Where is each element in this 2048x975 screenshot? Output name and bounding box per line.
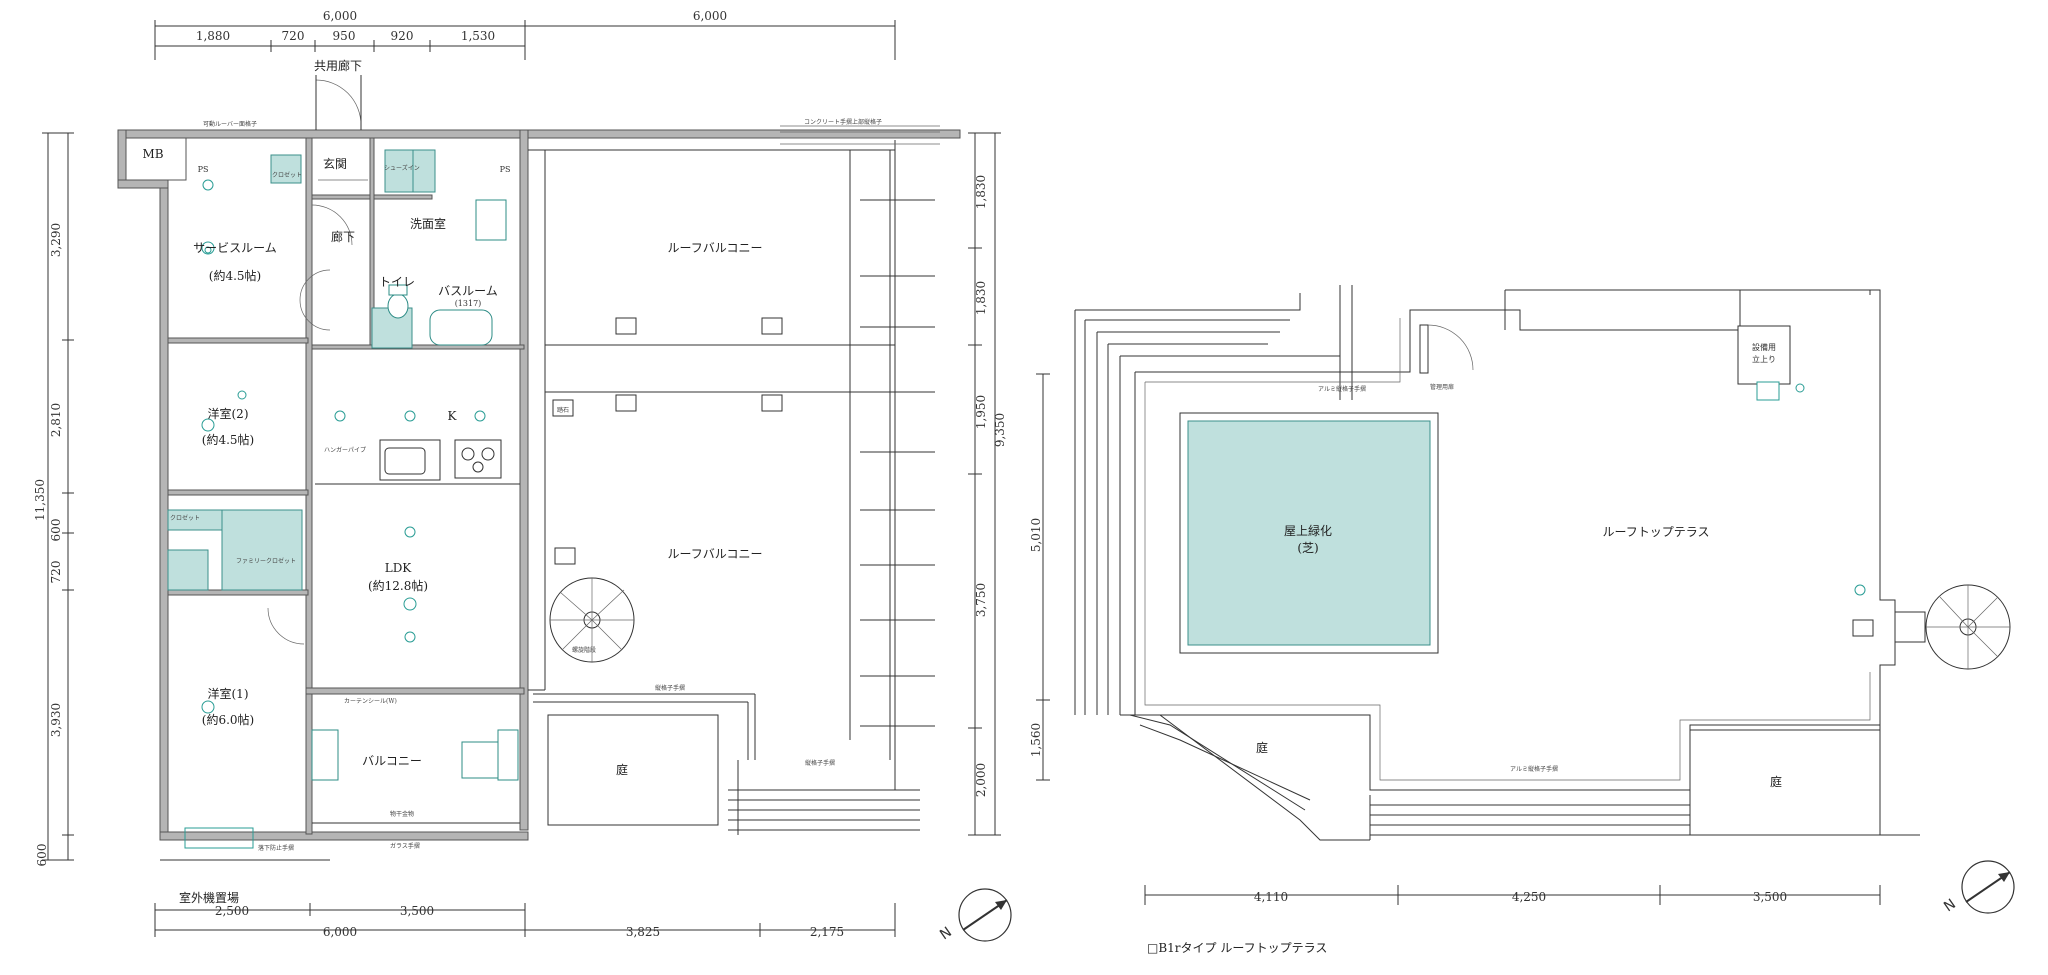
left-dim-segment: 720 (49, 561, 63, 584)
label-bathroom-size: (1317) (455, 299, 482, 308)
roof-balcony-plan (528, 125, 940, 835)
label-rooftop-green: 屋上緑化 (1284, 523, 1332, 538)
note-glass-railing: ガラス手摺 (390, 842, 420, 850)
left-dimension-lines: 3,290 2,810 600 720 3,930 600 11,350 (33, 132, 74, 867)
top-dim-total-left: 6,000 (323, 9, 357, 23)
label-western-1-size: (約6.0帖) (202, 712, 254, 727)
terrace-bottom-dim: 4,110 (1254, 890, 1288, 904)
top-dimension-lines: 6,000 6,000 1,880 720 950 920 1,530 (154, 9, 896, 60)
label-bathroom: バスルーム (438, 284, 498, 298)
note-closet: クロゼット (272, 171, 302, 179)
bottom-dim-segment: 2,175 (810, 925, 844, 939)
label-equipment: 設備用 (1752, 342, 1776, 352)
svg-text:N: N (1941, 896, 1959, 915)
bottom-dim-segment: 2,500 (215, 904, 249, 918)
note-alum-railing: アルミ縦格子手摺 (1318, 385, 1366, 393)
label-service-room: サービスルーム (193, 241, 277, 255)
top-dim-segment: 1,880 (196, 29, 230, 43)
label-kitchen: K (448, 409, 458, 423)
label-rooftop-terrace: ルーフトップテラス (1602, 525, 1709, 539)
label-western-1: 洋室(1) (208, 686, 249, 701)
note-fall-prevention: 落下防止手摺 (258, 844, 294, 852)
right-dim-segment: 1,950 (974, 395, 988, 429)
label-caption: □B1rタイプ ルーフトップテラス (1147, 941, 1327, 955)
note-railing: 縦格子手摺 (655, 684, 685, 692)
right-dim-segment: 2,000 (974, 763, 988, 797)
label-garden-3: 庭 (1770, 774, 1782, 789)
room-fixtures (160, 75, 520, 861)
right-dim-segment: 3,750 (974, 583, 988, 617)
label-ldk: LDK (385, 561, 413, 575)
note-family-closet: ファミリークロゼット (236, 557, 296, 565)
label-hallway: 廊下 (331, 229, 355, 244)
terrace-left-dim: 1,560 (1029, 723, 1043, 757)
note-curtain-seal: カーテンシール(W) (344, 698, 397, 705)
note-railing-2: 縦格子手摺 (805, 759, 835, 767)
left-dim-segment: 2,810 (49, 403, 63, 437)
note-pipe-access: 管理用扉 (1430, 383, 1454, 391)
north-compass-icon: N (937, 888, 1012, 943)
note-louver-railing: 可動ルーバー面格子 (203, 120, 257, 128)
label-service-room-size: (約4.5帖) (209, 268, 261, 283)
note-drying-hardware: 物干金物 (390, 810, 414, 818)
label-roof-balcony-2: ルーフバルコニー (667, 547, 762, 561)
bottom-dimension-lines: 2,500 3,500 6,000 3,825 2,175 (154, 903, 896, 939)
label-common-corridor: 共用廊下 (314, 58, 362, 73)
right-dim-segment: 1,830 (974, 281, 988, 315)
note-closet-2: クロゼット (170, 514, 200, 522)
note-spiral-stairs: 螺旋階段 (572, 646, 596, 654)
top-dim-segment: 920 (391, 29, 414, 43)
left-dim-total: 11,350 (33, 479, 47, 521)
bottom-dim-segment: 3,500 (400, 904, 434, 918)
label-equipment-sub: 立上り (1752, 354, 1776, 364)
svg-text:N: N (937, 924, 955, 943)
top-dim-total-right: 6,000 (693, 9, 727, 23)
top-dim-segment: 720 (282, 29, 305, 43)
note-concrete-railing: コンクリート手摺上部縦格子 (804, 118, 882, 126)
label-ps-2: PS (500, 165, 511, 174)
right-dim-total: 9,350 (993, 413, 1007, 447)
label-toilet: トイレ (379, 275, 415, 289)
label-garden-2: 庭 (1256, 740, 1268, 755)
terrace-bottom-dim: 3,500 (1753, 890, 1787, 904)
label-balcony: バルコニー (362, 754, 422, 768)
label-garden-1: 庭 (616, 762, 628, 777)
label-roof-balcony-1: ルーフバルコニー (667, 241, 762, 255)
label-ps-1: PS (198, 165, 209, 174)
unit-walls (117, 129, 961, 841)
note-alum-railing-2: アルミ縦格子手摺 (1510, 765, 1558, 773)
label-western-2-size: (約4.5帖) (202, 432, 254, 447)
label-entrance: 玄関 (323, 156, 347, 171)
right-dimension-lines: 1,830 1,830 1,950 3,750 2,000 9,350 (968, 132, 1007, 836)
left-dim-segment: 3,290 (49, 223, 63, 257)
label-outdoor-unit: 室外機置場 (179, 890, 239, 905)
top-dim-segment: 1,530 (461, 29, 495, 43)
label-ldk-size: (約12.8帖) (368, 578, 428, 593)
note-hanger-pipe: ハンガーパイプ (324, 446, 366, 454)
room-labels: 共用廊下 MB PS PS 玄関 廊下 洗面室 トイレ バスルーム (1317)… (142, 58, 1782, 955)
bottom-dim-segment: 6,000 (323, 925, 357, 939)
label-western-2: 洋室(2) (208, 406, 249, 421)
north-compass-icon-2: N (1941, 860, 2015, 915)
rooftop-terrace-plan: 5,010 1,560 4,110 4,250 3,500 (1029, 285, 2011, 905)
bottom-dim-segment: 3,825 (626, 925, 660, 939)
left-dim-segment: 600 (35, 844, 49, 867)
small-annotations: 可動ルーバー面格子 コンクリート手摺上部縦格子 クロゼット シューズイン クロゼ… (170, 118, 1558, 852)
terrace-bottom-dim: 4,250 (1512, 890, 1546, 904)
note-shoe-in: シューズイン (384, 164, 420, 172)
label-washroom: 洗面室 (410, 216, 446, 231)
label-mb: MB (142, 147, 163, 161)
terrace-left-dim: 5,010 (1029, 518, 1043, 552)
left-dim-segment: 600 (49, 519, 63, 542)
note-stepping-stone: 踏石 (557, 406, 569, 414)
label-rooftop-green-sub: (芝) (1297, 540, 1318, 555)
top-dim-segment: 950 (333, 29, 356, 43)
right-dim-segment: 1,830 (974, 175, 988, 209)
left-dim-segment: 3,930 (49, 703, 63, 737)
